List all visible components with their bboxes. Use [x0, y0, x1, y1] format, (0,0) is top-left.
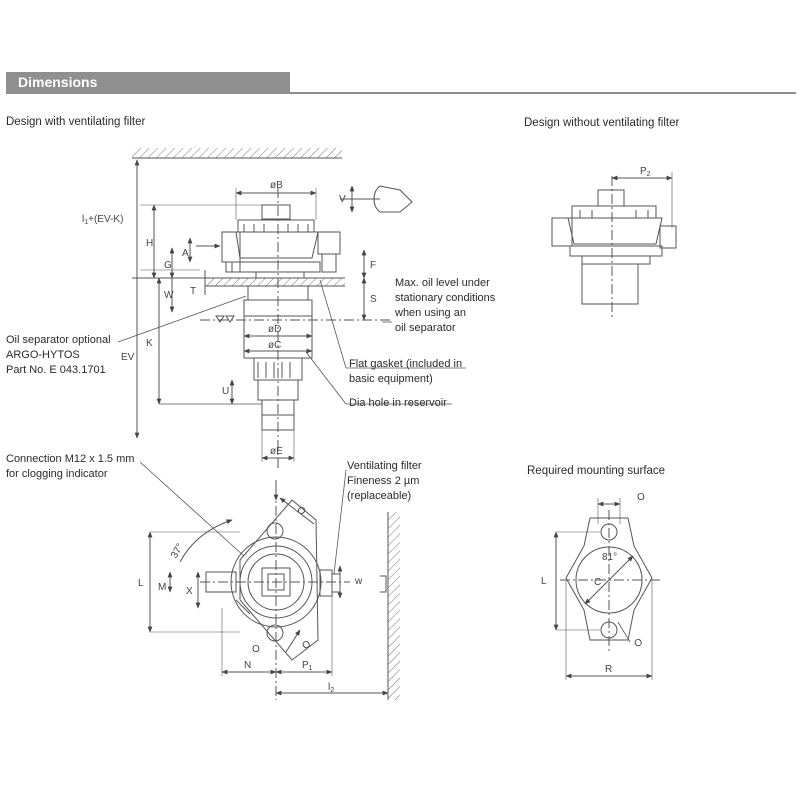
- header-tab: [6, 72, 290, 94]
- label-ev: EV: [121, 352, 135, 363]
- ventilation-port: [317, 231, 341, 255]
- caption-mounting-surface: Required mounting surface: [527, 465, 666, 477]
- section-header: Dimensions: [6, 72, 796, 94]
- mount-hole-top: [266, 522, 284, 540]
- label-mount-o-top: O: [637, 492, 645, 503]
- label-p1: P1: [302, 660, 313, 672]
- dim-angle-37: [179, 519, 233, 563]
- label-mount-r: R: [605, 664, 612, 675]
- leader-dia-hole: [305, 351, 347, 405]
- top-view-labels: 37° L M X O O O N P1 l2 w: [138, 504, 363, 694]
- label-w-small: w: [354, 576, 363, 587]
- flange-outline: [239, 499, 319, 661]
- dim-c-mount: [584, 555, 634, 605]
- label-t: T: [190, 286, 196, 297]
- dim-o-top: [279, 497, 315, 525]
- label-dia-b: øB: [270, 180, 283, 191]
- header-rule: [290, 92, 796, 94]
- wall-hatch: [388, 512, 400, 700]
- leader-flat-gasket: [319, 279, 347, 369]
- label-dia-e: øE: [270, 446, 283, 457]
- label-angle-37: 37°: [169, 542, 186, 561]
- mounting-surface-view: [553, 498, 660, 680]
- caption-without-filter: Design without ventilating filter: [524, 117, 680, 129]
- label-o-top: O: [295, 504, 308, 518]
- mounting-flange: [231, 261, 321, 273]
- cap-top: [261, 204, 291, 220]
- dim-o-bottom: [285, 629, 301, 653]
- leader-vent-filter: [333, 469, 347, 575]
- label-l2: l2: [328, 682, 334, 694]
- label-mount-l: L: [541, 576, 547, 587]
- label-u: U: [222, 386, 229, 397]
- vent-filter-stub: [319, 569, 333, 597]
- label-a: A: [182, 248, 189, 259]
- side-view-without-filter: [551, 172, 677, 318]
- leader-oil-separator: [117, 295, 247, 343]
- filter-knob: [373, 185, 413, 213]
- label-v: V: [339, 194, 346, 205]
- label-w: W: [164, 290, 174, 301]
- label-l-top: L: [138, 578, 144, 589]
- top-view: [139, 461, 400, 700]
- label-n: N: [244, 660, 251, 671]
- label-o-bottom: O: [300, 638, 313, 652]
- note-ventilating-filter: Ventilating filter Fineness 2 µm (replac…: [347, 460, 422, 502]
- mounting-outline: [565, 517, 653, 641]
- note-dia-hole: Dia hole in reservoir: [349, 397, 447, 409]
- label-mount-o-bottom: O: [632, 636, 645, 650]
- side-view-with-filter: [117, 148, 466, 470]
- label-x: X: [186, 586, 193, 597]
- label-angle-81: 81°: [602, 552, 617, 563]
- label-dia-d: øD: [268, 324, 281, 335]
- caption-with-filter: Design with ventilating filter: [6, 116, 146, 128]
- reservoir-hatch: [205, 278, 345, 286]
- label-f: F: [370, 260, 376, 271]
- leader-connection: [139, 461, 245, 557]
- label-s: S: [370, 294, 377, 305]
- side-view-labels: øB l1+(EV-K) H G A W T K EV U øD øC øE V…: [82, 180, 377, 457]
- side-port: [221, 231, 241, 263]
- label-o-left: O: [252, 644, 260, 655]
- label-m: M: [158, 582, 166, 593]
- ceiling-hatch: [132, 148, 342, 158]
- mount-hole-bottom: [266, 624, 284, 642]
- label-g: G: [164, 260, 172, 271]
- cap-flange: [237, 219, 315, 233]
- note-connection: Connection M12 x 1.5 mm for clogging ind…: [6, 453, 135, 480]
- label-h: H: [146, 238, 153, 249]
- cap-body: [235, 231, 319, 259]
- note-flat-gasket: Flat gasket (included in basic equipment…: [349, 358, 463, 385]
- label-k: K: [146, 338, 153, 349]
- mounting-surface-labels: O 81° C L O R: [541, 492, 645, 675]
- label-mount-c: C: [594, 577, 601, 588]
- label-l1: l1+(EV-K): [82, 214, 123, 226]
- label-p2: P2: [640, 166, 651, 178]
- section-title: Dimensions: [18, 74, 98, 90]
- note-oil-separator: Oil separator optional ARGO-HYTOS Part N…: [6, 334, 111, 376]
- label-dia-c: øC: [268, 340, 281, 351]
- note-oil-level: Max. oil level under stationary conditio…: [395, 277, 496, 334]
